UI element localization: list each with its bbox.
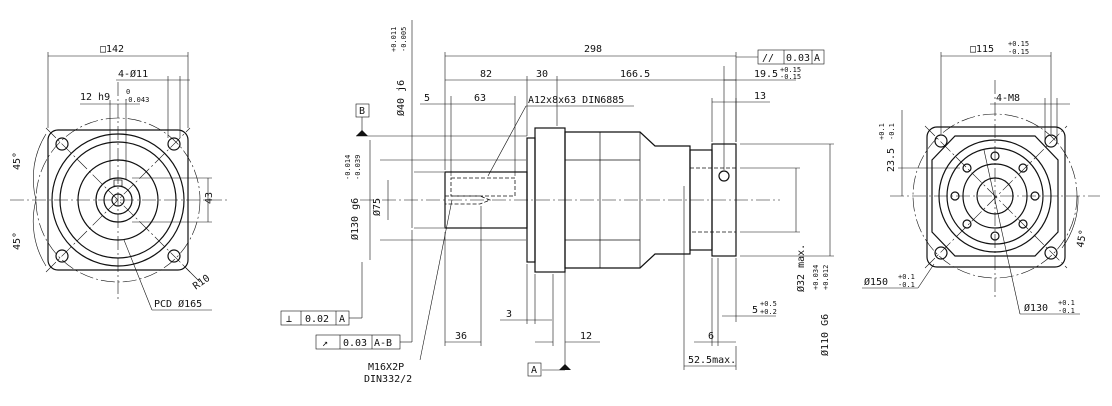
svg-text:-0.039: -0.039 bbox=[354, 155, 362, 180]
mount-hole-tr bbox=[167, 137, 181, 151]
thread-line1: M16X2P bbox=[368, 362, 404, 373]
holes-label: 4-Ø11 bbox=[118, 68, 148, 80]
right-dia-150: Ø150 bbox=[864, 276, 888, 288]
svg-text:+0.1: +0.1 bbox=[898, 273, 915, 281]
mount-hole-tl bbox=[55, 137, 69, 151]
right-octagon bbox=[931, 135, 1059, 257]
runout-value: 0.03 bbox=[343, 338, 367, 349]
parallel-value: 0.03 bbox=[786, 53, 810, 64]
svg-text:-0.1: -0.1 bbox=[888, 123, 896, 140]
square-label: □142 bbox=[100, 44, 124, 55]
svg-text:+0.012: +0.012 bbox=[822, 265, 830, 290]
svg-text:+0.034: +0.034 bbox=[812, 265, 820, 290]
side-view: 298 // 0.03 A 82 30 166.5 19.5 +0.15 -0.… bbox=[280, 20, 834, 385]
svg-text:+0.011: +0.011 bbox=[390, 27, 398, 52]
len-19: 19.5 bbox=[754, 69, 778, 80]
bolt-2 bbox=[1018, 163, 1028, 173]
angle-top: 45° bbox=[12, 152, 23, 170]
svg-text:+0.15: +0.15 bbox=[1008, 40, 1029, 48]
bolt-6 bbox=[962, 219, 972, 229]
svg-text:+0.15: +0.15 bbox=[780, 66, 801, 74]
pcd-label: PCD Ø165 bbox=[154, 298, 202, 310]
corner-hole-tl bbox=[934, 134, 948, 148]
len-13: 13 bbox=[754, 91, 766, 102]
len-166: 166.5 bbox=[620, 69, 650, 80]
len-30: 30 bbox=[536, 69, 548, 80]
svg-text:-0.1: -0.1 bbox=[1058, 307, 1075, 315]
right-height: 23.5 bbox=[886, 148, 897, 172]
corner-hole-bl bbox=[934, 246, 948, 260]
len-36: 36 bbox=[455, 331, 467, 342]
bolt-8 bbox=[962, 163, 972, 173]
clamp-screw bbox=[718, 170, 730, 182]
overall-length: 298 bbox=[584, 44, 602, 55]
key-label: A12x8x63 DIN6885 bbox=[528, 95, 624, 106]
svg-text:-0.014: -0.014 bbox=[344, 155, 352, 180]
mount-hole-br bbox=[167, 249, 181, 263]
shaft-dia: Ø40 j6 bbox=[395, 80, 407, 116]
thread-line2: DIN332/2 bbox=[364, 374, 412, 385]
pilot-dia: Ø130 g6 bbox=[349, 198, 361, 240]
svg-text:-0.043: -0.043 bbox=[124, 96, 149, 104]
len-12: 12 bbox=[580, 331, 592, 342]
perp-symbol: ⊥ bbox=[286, 314, 292, 325]
left-view: □142 4-Ø11 12 h9 0 -0.043 45° 45° 43 R10… bbox=[10, 44, 230, 311]
center-thread-hidden bbox=[445, 195, 492, 205]
svg-text:+0.1: +0.1 bbox=[878, 123, 886, 140]
svg-text:-0.15: -0.15 bbox=[1008, 48, 1029, 56]
parallel-ref: A bbox=[814, 53, 820, 64]
svg-text:+0.2: +0.2 bbox=[760, 308, 777, 316]
svg-text:-0.005: -0.005 bbox=[400, 27, 408, 52]
angle-bottom: 45° bbox=[12, 232, 23, 250]
svg-text:-0.1: -0.1 bbox=[898, 281, 915, 289]
len-52: 52.5max. bbox=[688, 355, 736, 366]
right-angle: 45° bbox=[1075, 229, 1089, 249]
len-82: 82 bbox=[480, 69, 492, 80]
perp-value: 0.02 bbox=[305, 314, 329, 325]
dia-75: Ø75 bbox=[371, 198, 383, 216]
len-3: 3 bbox=[506, 309, 512, 320]
datum-b: B bbox=[359, 106, 365, 117]
diag-line-2 bbox=[45, 127, 191, 273]
mount-hole-bl bbox=[55, 249, 69, 263]
runout-ref: A-B bbox=[374, 338, 392, 349]
right-square: □115 bbox=[970, 44, 994, 55]
right-thread: 4-M8 bbox=[996, 93, 1020, 104]
runout-symbol: ↗ bbox=[322, 338, 328, 349]
svg-text:+0.1: +0.1 bbox=[1058, 299, 1075, 307]
parallel-symbol: // bbox=[762, 53, 774, 64]
right-flange-square bbox=[926, 126, 1066, 268]
housing-body bbox=[564, 131, 691, 269]
svg-text:-0.15: -0.15 bbox=[780, 73, 801, 81]
len-5b: 5 bbox=[752, 305, 758, 316]
key-tol-label: 12 h9 bbox=[80, 92, 110, 103]
dia-32: Ø32 max. bbox=[795, 244, 807, 292]
svg-text:0: 0 bbox=[126, 88, 130, 96]
right-view: □115 +0.15 -0.15 4-M8 23.5 +0.1 -0.1 45°… bbox=[862, 40, 1100, 315]
key-hidden bbox=[450, 177, 516, 197]
height-label: 43 bbox=[204, 192, 215, 204]
radius-label: R10 bbox=[191, 273, 212, 292]
dia-110: Ø110 G6 bbox=[819, 314, 831, 356]
len-5: 5 bbox=[424, 93, 430, 104]
corner-hole-tr bbox=[1044, 134, 1058, 148]
right-dia-130: Ø130 bbox=[1024, 302, 1048, 314]
len-63: 63 bbox=[474, 93, 486, 104]
perp-ref: A bbox=[339, 314, 345, 325]
len-6: 6 bbox=[708, 331, 714, 342]
svg-text:+0.5: +0.5 bbox=[760, 300, 777, 308]
datum-a: A bbox=[531, 365, 537, 376]
corner-hole-br bbox=[1044, 246, 1058, 260]
bolt-4 bbox=[1018, 219, 1028, 229]
